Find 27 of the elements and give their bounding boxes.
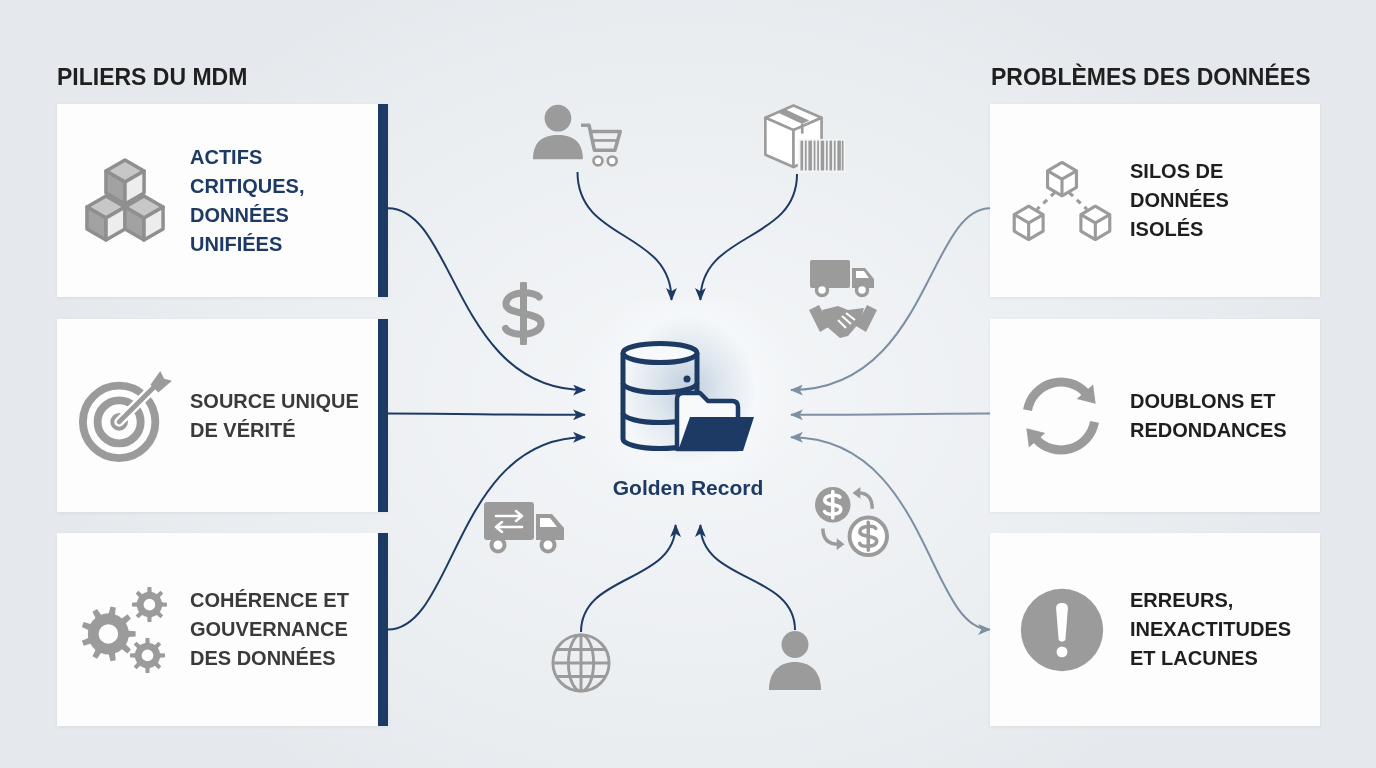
- column-heading: PILIERS DU MDM: [57, 63, 248, 91]
- card-title: ACTIFS CRITIQUES, DONNÉES UNIFIÉES: [190, 144, 306, 257]
- arrow: [696, 173, 798, 302]
- arrow: [789, 433, 992, 632]
- card-title: COHÉRENCE ET GOUVERNANCE DES DONNÉES: [190, 588, 350, 671]
- arrow: [387, 409, 587, 421]
- problem-card: [990, 319, 1320, 512]
- pillar-card: [57, 104, 388, 297]
- card-title: SOURCE UNIQUE DE VÉRITÉ: [190, 388, 360, 443]
- card-title: SILOS DE DONNÉES ISOLÉS: [1130, 159, 1230, 242]
- arrow: [789, 409, 991, 421]
- problem-card: [990, 533, 1320, 726]
- card-title: ERREURS, INEXACTITUDES ET LACUNES: [1130, 588, 1293, 671]
- arrow: [387, 207, 587, 394]
- arrow: [387, 433, 587, 631]
- pillar-card: [57, 319, 388, 512]
- column-heading: PROBLÈMES DES DONNÉES: [991, 63, 1311, 91]
- globe-icon: [550, 632, 612, 694]
- card-title: DOUBLONS ET REDONDANCES: [1130, 388, 1288, 443]
- arrow: [576, 171, 676, 302]
- arrow: [789, 207, 991, 395]
- person-icon: [768, 630, 822, 690]
- problem-card: [990, 104, 1320, 297]
- pillar-card: [57, 533, 388, 726]
- arrow: [696, 523, 796, 631]
- arrow: [580, 523, 680, 633]
- hub-title: Golden Record: [612, 476, 764, 500]
